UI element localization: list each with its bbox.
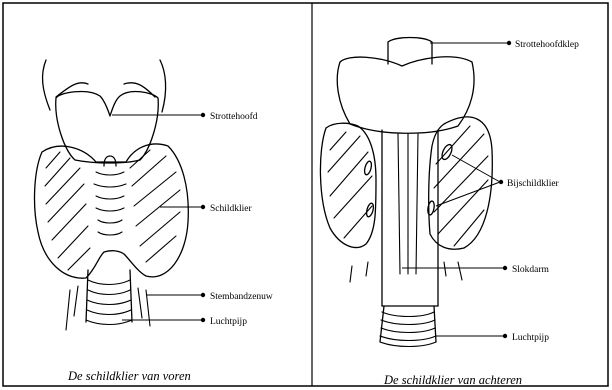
parathyroid-left-upper [363, 160, 372, 175]
label-slokdarm: Slokdarm [512, 265, 550, 275]
label-schildklier: Schildklier [210, 204, 253, 214]
thyroid-left-lobe-back [320, 123, 376, 247]
trachea-rings-front [86, 280, 132, 325]
trachea-midline-rings [94, 172, 126, 235]
label-luchtpijp-back: Luchtpijp [512, 333, 549, 343]
trachea-rings-back [380, 312, 436, 347]
caption-back: De schildklier van achteren [383, 373, 522, 387]
label-strottehoofdklep: Strottehoofdklep [515, 39, 579, 50]
label-stembandzenuw: Stembandzenuw [210, 292, 273, 302]
thyroid-hatching-front [45, 150, 180, 270]
larynx-shape [56, 92, 159, 163]
label-bijschildklier: Bijschildklier [507, 179, 560, 189]
larynx-back [337, 57, 474, 134]
front-view-illustration [35, 60, 206, 330]
epiglottis-shape [388, 38, 432, 65]
trachea-top [104, 156, 116, 166]
back-view-illustration [320, 38, 511, 347]
neck-inner-right [124, 83, 155, 97]
neck-left-outline [43, 60, 50, 110]
parathyroid-left-lower [365, 202, 374, 217]
trachea-right-edge [130, 270, 132, 322]
caption-front: De schildklier van voren [67, 369, 191, 383]
figure-frame [3, 3, 608, 386]
nerve-strokes [66, 286, 150, 330]
label-luchtpijp-front: Luchtpijp [210, 317, 247, 327]
label-strottehoofd: Strottehoofd [210, 111, 258, 122]
neck-right-outline [160, 60, 166, 112]
